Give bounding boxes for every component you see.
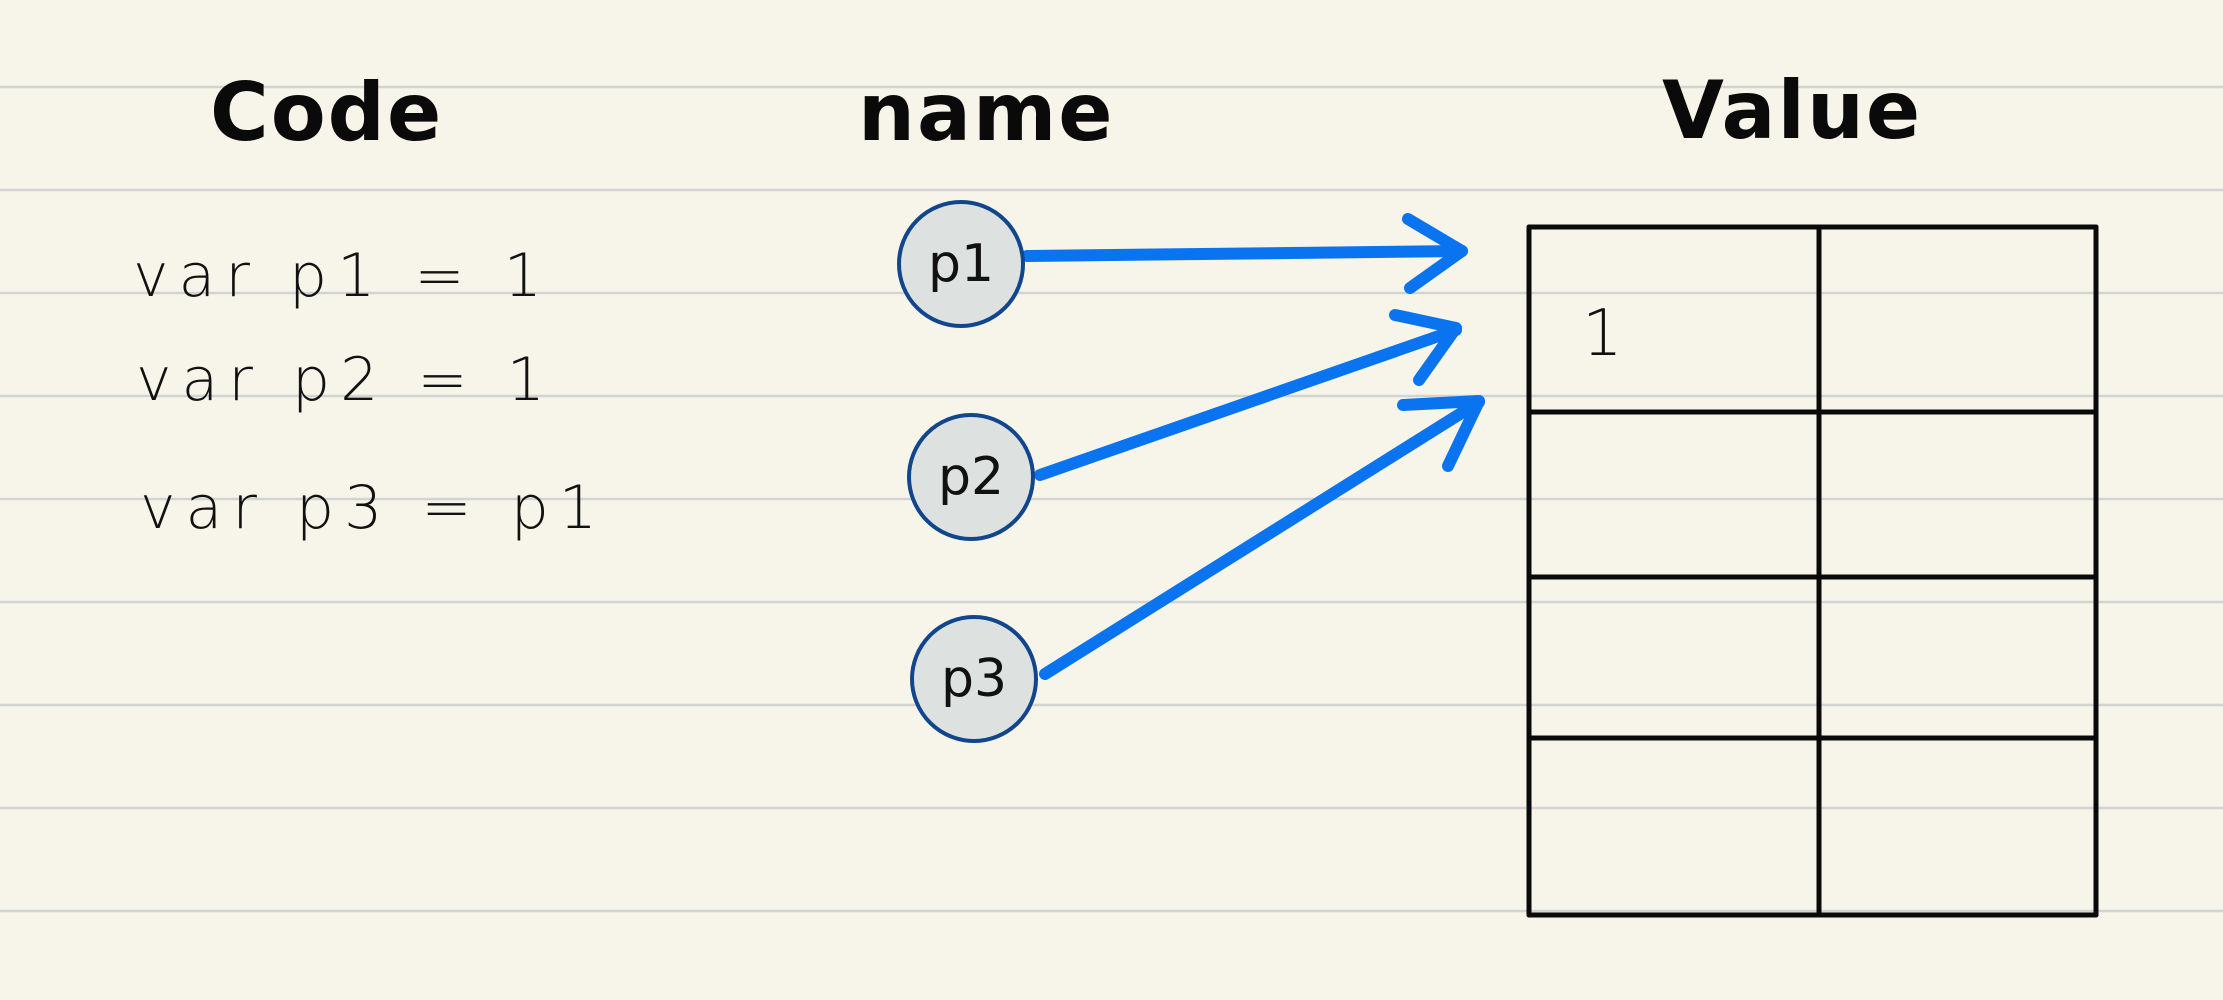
reference-arrows <box>1021 213 1485 680</box>
node-p1: p1 <box>897 200 1025 328</box>
code-line-1: var p1 = 1 <box>133 241 552 311</box>
node-p2: p2 <box>907 413 1035 541</box>
arrow-p1 <box>1021 213 1468 294</box>
arrow-p2 <box>1034 309 1462 481</box>
table-cell-r1c1: 1 <box>1582 297 1623 371</box>
code-line-2: var p2 = 1 <box>136 345 555 415</box>
arrow-p3 <box>1039 395 1485 680</box>
node-p2-label: p2 <box>938 447 1004 507</box>
code-line-3: var p3 = p1 <box>140 473 607 543</box>
ruled-lines <box>0 85 2223 913</box>
node-p3: p3 <box>910 615 1038 743</box>
code-header: Code <box>210 66 443 159</box>
value-header: Value <box>1662 64 1922 157</box>
node-p1-label: p1 <box>928 234 994 294</box>
name-header: name <box>858 66 1115 159</box>
node-p3-label: p3 <box>941 649 1007 709</box>
value-table: 1 <box>1526 224 2099 918</box>
